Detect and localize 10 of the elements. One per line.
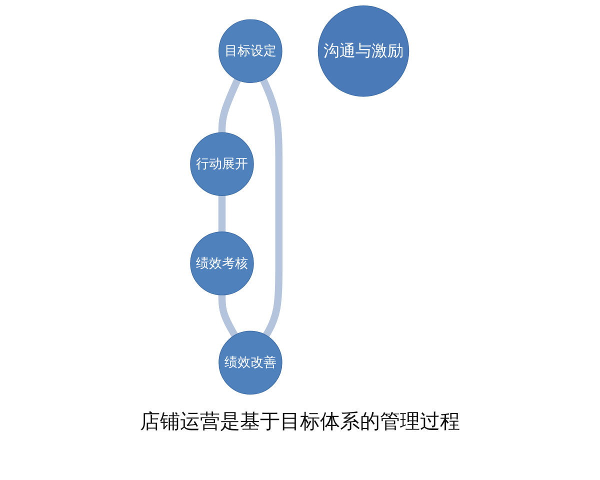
connector bbox=[260, 78, 283, 338]
node-circle: 绩效考核 bbox=[190, 232, 254, 296]
connector bbox=[218, 294, 238, 338]
connector bbox=[218, 78, 242, 134]
node-circle: 绩效改善 bbox=[218, 330, 283, 395]
node-circle: 行动展开 bbox=[190, 132, 254, 196]
node-circle: 沟通与激励 bbox=[318, 5, 410, 97]
connector bbox=[218, 195, 226, 232]
caption: 店铺运营是基于目标体系的管理过程 bbox=[140, 408, 460, 435]
node-circle: 目标设定 bbox=[218, 19, 283, 83]
